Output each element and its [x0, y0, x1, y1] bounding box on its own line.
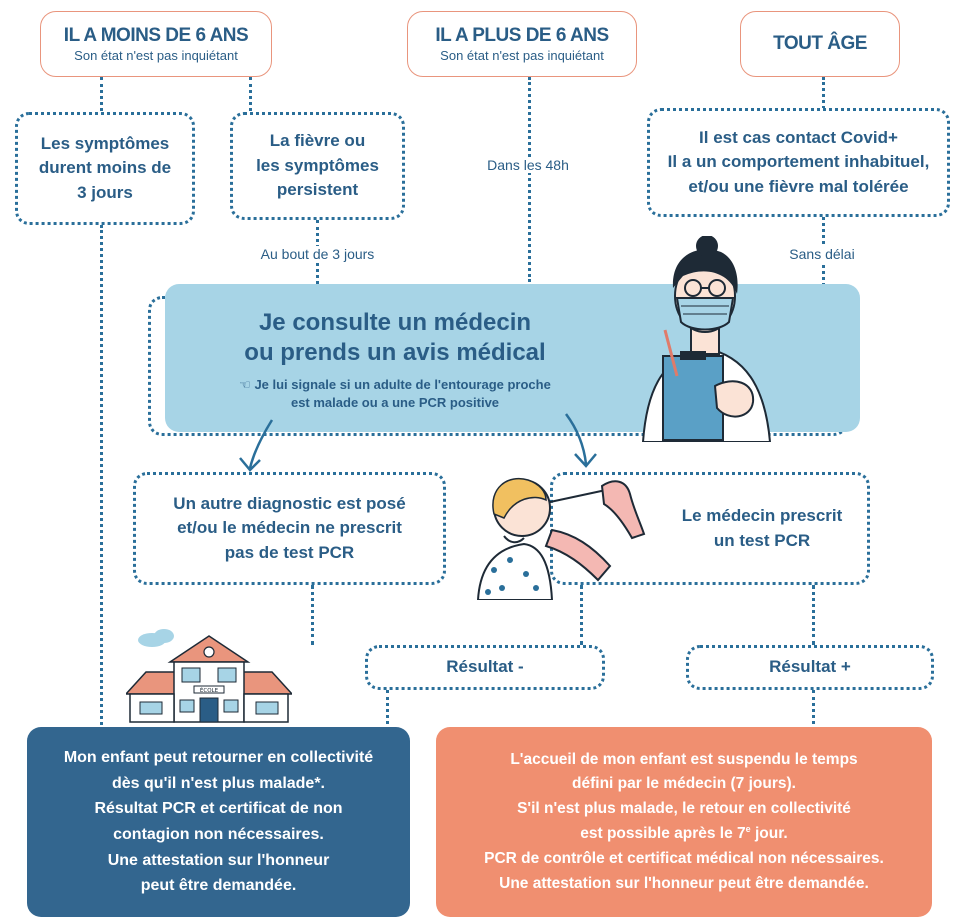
- consult-title-line1: Je consulte un médecin: [258, 309, 532, 336]
- other-diagnosis-box: Un autre diagnostic est posé et/ou le mé…: [133, 472, 446, 585]
- age-over-6-title: IL A PLUS DE 6 ANS: [435, 25, 609, 46]
- text-line: Résultat PCR et certificat de non: [94, 800, 343, 818]
- consult-note-line1: Je lui signale si un adulte de l'entoura…: [254, 377, 551, 392]
- text-line: contagion non nécessaires.: [113, 826, 324, 843]
- connector: [528, 77, 531, 282]
- symptoms-short-box: Les symptômes durent moins de 3 jours: [15, 112, 195, 225]
- text-line: Il a un comportement inhabituel,: [667, 152, 930, 172]
- result-negative-box: Résultat -: [365, 645, 605, 690]
- text-line: peut être demandée.: [140, 877, 297, 895]
- result-positive-box: Résultat +: [686, 645, 934, 690]
- result-positive-label: Résultat +: [769, 657, 851, 677]
- contact-case-box: Il est cas contact Covid+ Il a un compor…: [647, 108, 950, 217]
- fever-persist-box: La fièvre ou les symptômes persistent: [230, 112, 405, 220]
- superscript: e: [745, 823, 751, 834]
- arrow-right: [564, 413, 597, 468]
- outcome-suspended-box: L'accueil de mon enfant est suspendu le …: [436, 727, 932, 917]
- connector: [822, 77, 825, 109]
- arrow-left: [239, 419, 274, 472]
- text-line: durent moins de: [38, 158, 172, 178]
- connector: [386, 690, 389, 730]
- connector: [812, 690, 815, 730]
- consult-title-line2: ou prends un avis médical: [244, 339, 546, 366]
- age-under-6-subtitle: Son état n'est pas inquiétant: [74, 48, 238, 63]
- text-segment: jour.: [750, 825, 788, 843]
- any-age-box: TOUT ÂGE: [740, 11, 900, 77]
- outcome-return-box: Mon enfant peut retourner en collectivit…: [27, 727, 410, 917]
- text-line: Une attestation sur l'honneur: [107, 851, 330, 869]
- doctor-illustration: [641, 236, 772, 442]
- text-line: Un autre diagnostic est posé: [173, 493, 406, 513]
- text-line: les symptômes: [256, 155, 379, 175]
- text-segment: est possible après le 7: [580, 825, 746, 843]
- consult-note-line2: est malade ou a une PCR positive: [290, 394, 500, 410]
- text-line: La fièvre ou: [269, 131, 366, 151]
- text-line: PCR de contrôle et certificat médical no…: [484, 849, 884, 867]
- text-line: Mon enfant peut retourner en collectivit…: [63, 749, 374, 767]
- without-delay-label: Sans délai: [772, 246, 872, 262]
- any-age-title: TOUT ÂGE: [773, 33, 867, 54]
- text-line: S'il n'est plus malade, le retour en col…: [517, 800, 851, 818]
- text-line: dès qu'il n'est plus malade*.: [112, 774, 325, 792]
- text-line: et/ou le médecin ne prescrit: [177, 518, 402, 538]
- school-sign: ÉCOLE: [200, 686, 219, 694]
- text-line: Une attestation sur l'honneur peut être …: [499, 874, 869, 892]
- connector: [100, 77, 103, 117]
- result-negative-label: Résultat -: [446, 657, 524, 677]
- text-line: Il est cas contact Covid+: [699, 127, 898, 147]
- text-line: 3 jours: [77, 182, 133, 202]
- text-line: persistent: [276, 180, 359, 200]
- age-under-6-box: IL A MOINS DE 6 ANS Son état n'est pas i…: [40, 11, 272, 77]
- consult-note: ☜ Je lui signale si un adulte de l'entou…: [165, 376, 625, 411]
- pointing-hand-icon: ☜: [239, 377, 251, 392]
- age-over-6-box: IL A PLUS DE 6 ANS Son état n'est pas in…: [407, 11, 637, 77]
- connector: [580, 585, 583, 645]
- age-under-6-title: IL A MOINS DE 6 ANS: [63, 25, 249, 46]
- connector: [812, 585, 815, 645]
- after-3-days-label: Au bout de 3 jours: [245, 246, 390, 262]
- pcr-test-illustration: [476, 477, 646, 600]
- text-line: est possible après le 7e jour.: [436, 822, 932, 847]
- text-line: pas de test PCR: [224, 542, 355, 562]
- connector: [311, 585, 314, 645]
- connector: [100, 225, 103, 730]
- text-line: L'accueil de mon enfant est suspendu le …: [510, 750, 858, 768]
- school-illustration: ÉCOLE: [126, 629, 292, 723]
- text-line: Les symptômes: [40, 133, 170, 153]
- connector: [249, 77, 252, 117]
- text-line: défini par le médecin (7 jours).: [572, 775, 796, 793]
- age-over-6-subtitle: Son état n'est pas inquiétant: [440, 48, 604, 63]
- within-48h-label: Dans les 48h: [478, 157, 578, 173]
- text-line: et/ou une fièvre mal tolérée: [688, 176, 909, 196]
- text-line: un test PCR: [713, 530, 811, 550]
- text-line: Le médecin prescrit: [681, 505, 843, 525]
